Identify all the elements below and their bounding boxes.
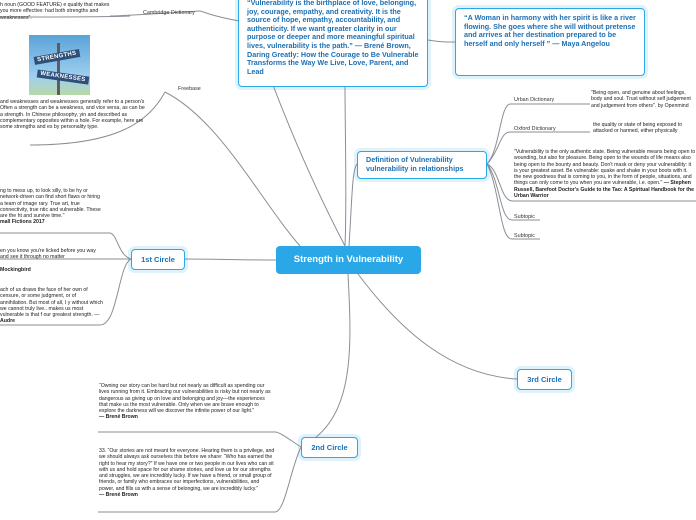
third-circle-node[interactable]: 3rd Circle <box>517 369 572 390</box>
russell-quote-text: "Vulnerability is the only authentic sta… <box>514 149 696 199</box>
first-circle-item-2-source: Mockingbird <box>0 267 31 273</box>
urban-dictionary-label[interactable]: Urban Dictionary <box>514 97 554 103</box>
first-circle-item-2: en you know you're licked before you way… <box>0 248 104 273</box>
first-circle-item-1: ng to mess up, to look silly, to be hy o… <box>0 188 103 226</box>
maya-angelou-quote-node[interactable]: “A Woman in harmony with her spirit is l… <box>455 8 645 76</box>
oxford-dictionary-text: the quality or state of being exposed to… <box>593 122 696 135</box>
second-circle-item-1-text: “Owning our story can be hard but not ne… <box>99 383 271 414</box>
sign-pole <box>57 43 60 95</box>
freebase-text: and weaknesses and weaknesses generally … <box>0 99 148 130</box>
first-circle-item-1-text: ng to mess up, to look silly, to be hy o… <box>0 188 101 219</box>
second-circle-node[interactable]: 2nd Circle <box>301 437 358 458</box>
first-circle-item-3-source: Audre <box>0 318 15 324</box>
first-circle-item-3-text: ach of us draws the face of her own of c… <box>0 287 103 318</box>
urban-dictionary-text: "Being open, and genuine about feelings,… <box>591 90 696 109</box>
central-topic[interactable]: Strength in Vulnerability <box>276 246 421 274</box>
cambridge-dictionary-label[interactable]: Cambridge Dictionary <box>143 10 195 16</box>
weaknesses-sign: WEAKNESSES <box>37 69 89 84</box>
first-circle-node[interactable]: 1st Circle <box>131 249 185 270</box>
second-circle-item-1-author: — Brené Brown <box>99 414 138 420</box>
subtopic-2[interactable]: Subtopic <box>514 233 535 239</box>
second-circle-item-1: “Owning our story can be hard but not ne… <box>99 383 274 421</box>
first-circle-item-1-source: mall Fictions 2017 <box>0 219 45 225</box>
second-circle-item-2-author: — Brené Brown <box>99 492 138 498</box>
brene-brown-quote-node[interactable]: “Vulnerability is the birthplace of love… <box>238 0 428 87</box>
subtopic-1[interactable]: Subtopic <box>514 214 535 220</box>
cambridge-definition-text: h noun (GOOD FEATURE) e quality that mak… <box>0 2 118 21</box>
definition-node[interactable]: Definition of Vulnerability vulnerabilit… <box>357 151 487 179</box>
first-circle-item-2-text: en you know you're licked before you way… <box>0 248 96 260</box>
oxford-dictionary-label[interactable]: Oxford Dictionary <box>514 126 556 132</box>
second-circle-item-2-text: 33. “Our stories are not meant for every… <box>99 448 274 492</box>
freebase-label[interactable]: Freebase <box>178 86 201 92</box>
first-circle-item-3: ach of us draws the face of her own of c… <box>0 287 104 325</box>
strengths-weaknesses-image: STRENGTHS WEAKNESSES <box>29 35 90 95</box>
second-circle-item-2: 33. “Our stories are not meant for every… <box>99 448 275 498</box>
